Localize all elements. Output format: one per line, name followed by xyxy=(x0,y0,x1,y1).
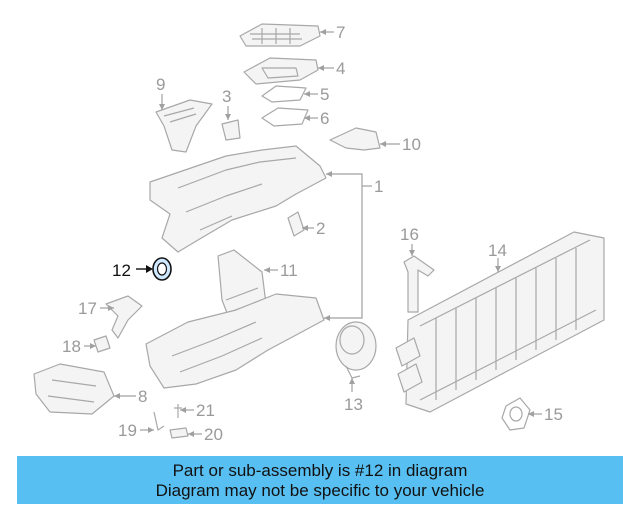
part-10-drawing xyxy=(329,127,381,151)
callout-16: 16 xyxy=(400,225,419,244)
part-19-drawing xyxy=(153,411,165,431)
callout-1: 1 xyxy=(374,177,383,196)
callout-2: 2 xyxy=(316,219,325,238)
part-2-drawing xyxy=(287,211,305,237)
part-21-drawing xyxy=(174,404,182,418)
callout-5: 5 xyxy=(320,85,329,104)
part-9-drawing xyxy=(155,99,213,153)
callout-6: 6 xyxy=(320,109,329,128)
part-14-drawing xyxy=(395,231,605,413)
callout-21: 21 xyxy=(196,401,215,420)
part-4-drawing xyxy=(243,57,319,85)
part-5-drawing xyxy=(261,85,307,103)
callout-13: 13 xyxy=(344,395,363,414)
banner-line-part: Part or sub-assembly is #12 in diagram xyxy=(172,461,468,480)
callout-7: 7 xyxy=(336,23,345,42)
callout-11: 11 xyxy=(280,261,298,280)
callout-20: 20 xyxy=(204,425,223,444)
part-16-drawing xyxy=(403,255,435,313)
part-1-upper-drawing xyxy=(149,145,327,253)
callout-4: 4 xyxy=(336,59,345,78)
callout-10: 10 xyxy=(402,135,421,154)
leader-lines xyxy=(84,29,542,437)
callout-14: 14 xyxy=(488,241,507,260)
part-7-drawing xyxy=(239,23,321,47)
parts-diagram: 7 4 5 6 9 3 10 1 2 12 11 17 18 8 21 19 2… xyxy=(33,23,605,444)
part-15-drawing xyxy=(501,397,531,431)
callout-18: 18 xyxy=(62,337,81,356)
part-6-drawing xyxy=(261,107,309,127)
part-17-drawing xyxy=(105,295,143,339)
part-1-lower-drawing xyxy=(145,293,325,389)
info-banner: Part or sub-assembly is #12 in diagram D… xyxy=(17,456,623,504)
part-18-drawing xyxy=(93,335,111,353)
part-3-drawing xyxy=(221,119,241,141)
part-13-drawing xyxy=(335,321,377,379)
callout-9: 9 xyxy=(156,75,165,94)
part-8-drawing xyxy=(33,363,115,415)
banner-line-disclaimer: Diagram may not be specific to your vehi… xyxy=(155,481,485,500)
callout-15: 15 xyxy=(544,405,563,424)
callout-17: 17 xyxy=(78,299,97,318)
part-20-drawing xyxy=(169,427,189,439)
callout-3: 3 xyxy=(222,87,231,106)
callout-19: 19 xyxy=(118,421,137,440)
callout-12: 12 xyxy=(112,261,131,280)
part-12-drawing xyxy=(152,257,172,281)
callout-8: 8 xyxy=(138,387,147,406)
